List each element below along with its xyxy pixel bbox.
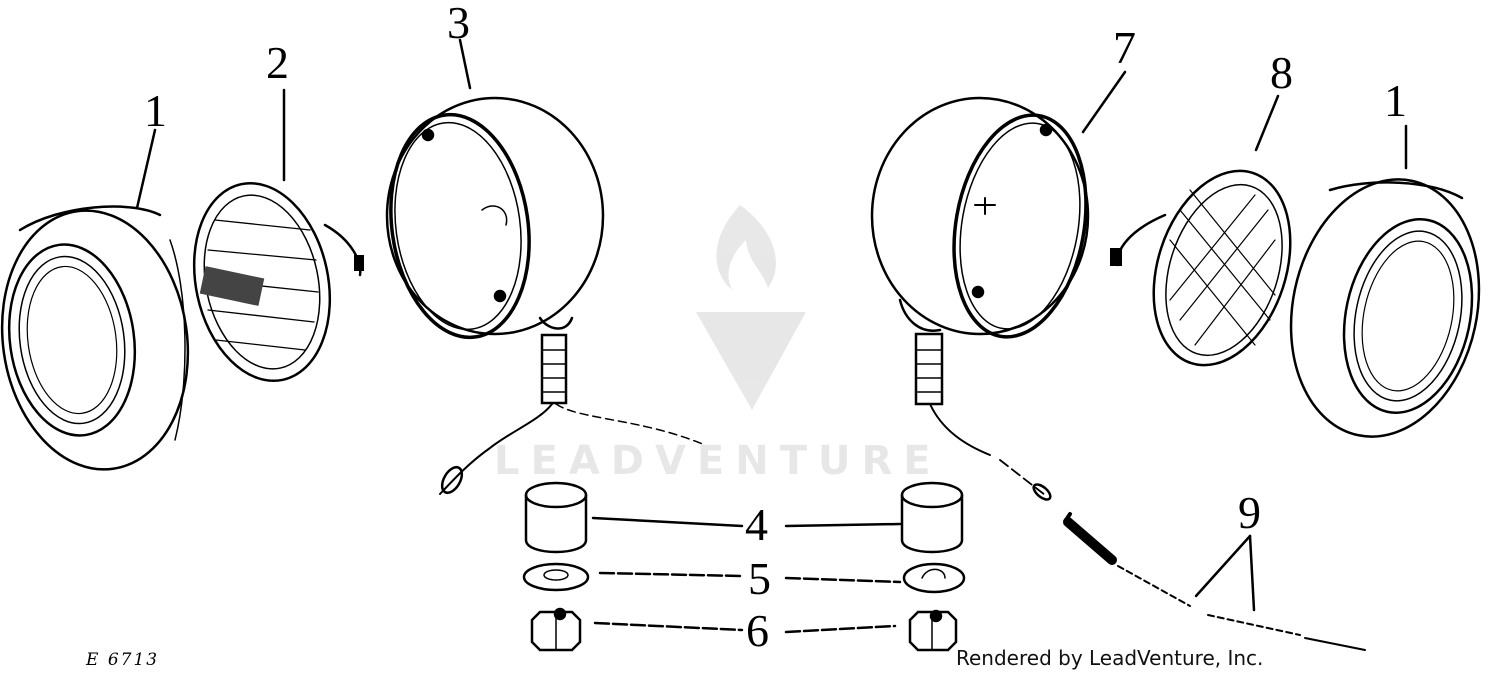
callout-8: 8 [1270,47,1293,98]
left-bezel-ring [0,205,190,471]
wire-connector-assembly [1063,512,1366,651]
callout-4: 4 [745,499,768,550]
right-lamp-housing [870,96,1090,501]
figure-code: E 6713 [86,650,160,670]
left-sealed-beam-lamp [192,181,364,383]
callout-3: 3 [447,0,470,48]
right-bezel-ring [1289,178,1481,438]
leader-lines [135,38,1408,634]
watermark-brand-text: LEADVENTURE [494,438,942,484]
left-spacer-sleeve [524,481,588,554]
callout-2: 2 [266,37,289,88]
left-lock-washer [522,562,590,592]
right-hex-nut [908,609,958,652]
callout-1-left: 1 [144,85,167,136]
callout-9: 9 [1238,487,1261,538]
callout-7: 7 [1113,22,1136,73]
right-lock-washer [902,562,966,594]
right-sealed-beam-lamp [1110,169,1292,367]
left-lamp-housing [385,96,706,495]
render-credit: Rendered by LeadVenture, Inc. [956,646,1264,670]
callout-6: 6 [746,605,769,656]
left-hex-nut [530,607,582,652]
callout-5: 5 [748,553,771,604]
callout-1-right: 1 [1384,75,1407,126]
right-spacer-sleeve [900,481,964,554]
leadventure-watermark-logo [696,205,806,410]
